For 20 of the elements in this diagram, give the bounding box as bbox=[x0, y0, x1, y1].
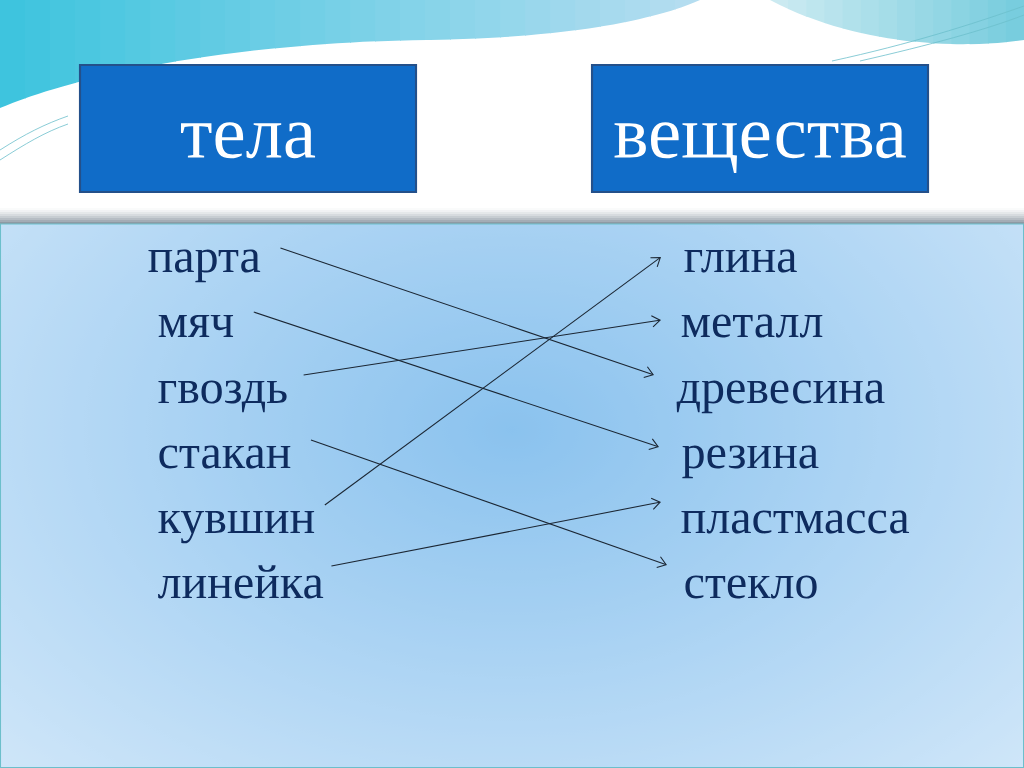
word-label: резина bbox=[682, 445, 819, 479]
arrow bbox=[279, 247, 654, 379]
heading-box: вещества bbox=[590, 63, 930, 194]
word-label: глина bbox=[684, 249, 797, 273]
word-label: парта bbox=[148, 249, 261, 283]
word-label: стекло bbox=[685, 575, 817, 599]
arrow bbox=[253, 311, 659, 451]
arrow bbox=[303, 315, 661, 376]
word-label: стакан bbox=[159, 445, 291, 469]
arrow bbox=[324, 257, 661, 506]
word-label: древесина bbox=[676, 380, 885, 414]
word-label: мяч bbox=[158, 315, 234, 337]
arrow bbox=[310, 439, 667, 568]
arrow bbox=[330, 497, 661, 567]
heading-box: тела bbox=[78, 63, 418, 194]
word-label: линейка bbox=[158, 565, 324, 599]
word-label: кувшин bbox=[158, 511, 315, 544]
word-label: металл bbox=[681, 314, 823, 338]
word-label: гвоздь bbox=[158, 380, 287, 413]
word-label: пластмасса bbox=[681, 510, 910, 534]
